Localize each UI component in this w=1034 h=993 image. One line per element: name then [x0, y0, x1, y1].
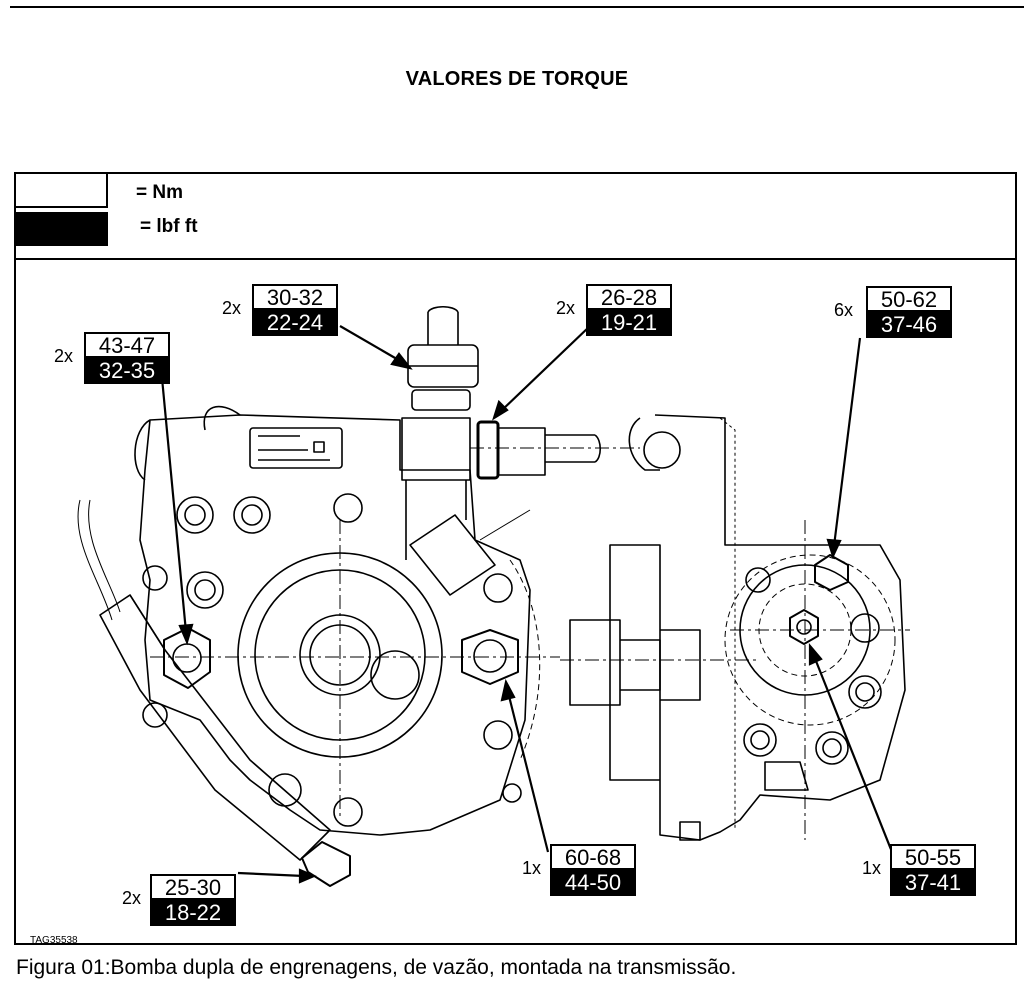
small-nut-bottom [301, 841, 351, 887]
legend-nm-label: = Nm [136, 182, 183, 203]
callout-count: 6x [834, 300, 854, 320]
figure-tag: TAG35538 [30, 935, 78, 946]
callout-lbf-value: 19-21 [586, 310, 672, 336]
page-title: VALORES DE TORQUE [405, 68, 629, 90]
legend: = Nm = lbf ft [16, 174, 1015, 260]
callout-lbf-value: 37-41 [890, 870, 976, 896]
callout-lbf-value: 44-50 [550, 870, 636, 896]
right-pump-body [609, 414, 906, 841]
figure-frame: = Nm = lbf ft [14, 172, 1017, 945]
callout-nm-value: 50-55 [890, 844, 976, 870]
callout-count: 2x [556, 298, 576, 318]
callout-nm-value: 25-30 [150, 874, 236, 900]
callout-nm-value: 60-68 [550, 844, 636, 870]
callout-count: 2x [54, 346, 74, 366]
callout-nm-value: 43-47 [84, 332, 170, 358]
callout-nm-value: 26-28 [586, 284, 672, 310]
callout-lbf-value: 37-46 [866, 312, 952, 338]
nameplate [249, 427, 343, 469]
side-fitting-nut [476, 420, 500, 480]
callout-count: 2x [122, 888, 142, 908]
legend-lbf-label: = lbf ft [140, 216, 198, 237]
left-pump-bolts [142, 493, 522, 827]
callout-lbf-value: 22-24 [252, 310, 338, 336]
callout-count: 2x [222, 298, 242, 318]
callout-count: 1x [522, 858, 542, 878]
flange-nut-right [814, 554, 849, 591]
header-rule [10, 6, 1024, 8]
callout-lbf-value: 32-35 [84, 358, 170, 384]
legend-nm-swatch [16, 174, 108, 208]
callout-lbf-value: 18-22 [150, 900, 236, 926]
figure-caption: Figura 01:Bomba dupla de engrenagens, de… [16, 956, 737, 979]
callout-nm-value: 50-62 [866, 286, 952, 312]
callout-count: 1x [862, 858, 882, 878]
center-nut-right [789, 609, 819, 645]
legend-lbf-swatch [16, 212, 108, 246]
callout-nm-value: 30-32 [252, 284, 338, 310]
hex-plug [461, 629, 519, 685]
